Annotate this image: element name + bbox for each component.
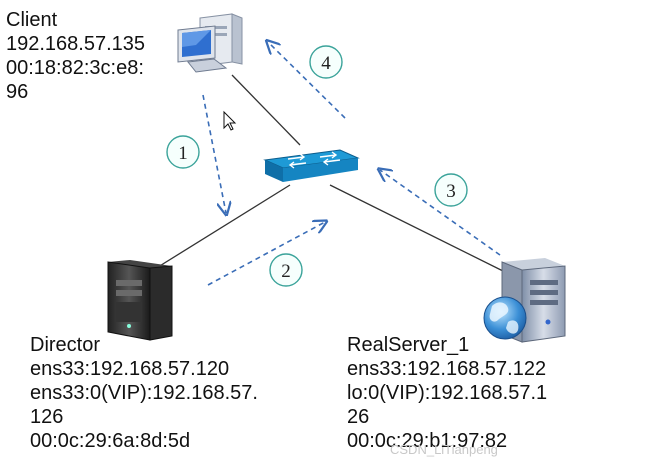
server-icon: [107, 260, 173, 341]
client-ip: 192.168.57.135: [6, 33, 146, 55]
director-vip: ens33:0(VIP):192.168.57.: [30, 382, 258, 404]
director-info: Director ens33:192.168.57.120 ens33:0(VI…: [30, 333, 258, 453]
mouse-cursor-icon: [223, 110, 237, 131]
client-info: Client 192.168.57.135 00:18:82:3c:e8: 96: [6, 8, 145, 104]
step-badge-3: 3: [434, 173, 468, 207]
switch-icon: [263, 149, 360, 182]
realserver-vip-cont: 26: [347, 406, 370, 428]
arrow-step-2: [207, 222, 325, 286]
client-mac-line2: 96: [6, 81, 29, 103]
arrow-step-4: [268, 42, 346, 119]
director-ip: ens33:192.168.57.120: [30, 358, 230, 380]
globe-icon: [483, 296, 527, 340]
step-badge-1: 1: [166, 135, 200, 169]
realserver-vip: lo:0(VIP):192.168.57.1: [347, 382, 548, 404]
step-badge-2: 2: [269, 253, 303, 287]
director-name: Director: [30, 334, 101, 356]
client-mac-line1: 00:18:82:3c:e8:: [6, 57, 144, 79]
watermark: CSDN_LiTianpeng: [390, 442, 498, 457]
svg-text:3: 3: [446, 181, 456, 202]
link-client-switch: [231, 74, 301, 146]
realserver-name: RealServer_1: [347, 334, 470, 356]
svg-text:1: 1: [178, 143, 188, 164]
step-badge-4: 4: [309, 45, 343, 79]
client-name: Client: [6, 9, 58, 31]
svg-text:2: 2: [281, 261, 291, 282]
realserver-mac: 00:0c:29:b1:97:82: [347, 430, 508, 452]
arrow-step-1: [202, 94, 226, 213]
svg-text:4: 4: [321, 53, 331, 74]
computer-icon: [177, 13, 243, 73]
link-switch-realserver: [329, 184, 506, 273]
link-switch-director: [149, 184, 291, 273]
arrow-step-3: [380, 170, 501, 256]
realserver-info: RealServer_1 ens33:192.168.57.122 lo:0(V…: [347, 333, 547, 453]
director-vip-cont: 126: [30, 406, 64, 428]
director-mac: 00:0c:29:6a:8d:5d: [30, 430, 191, 452]
realserver-ip: ens33:192.168.57.122: [347, 358, 547, 380]
